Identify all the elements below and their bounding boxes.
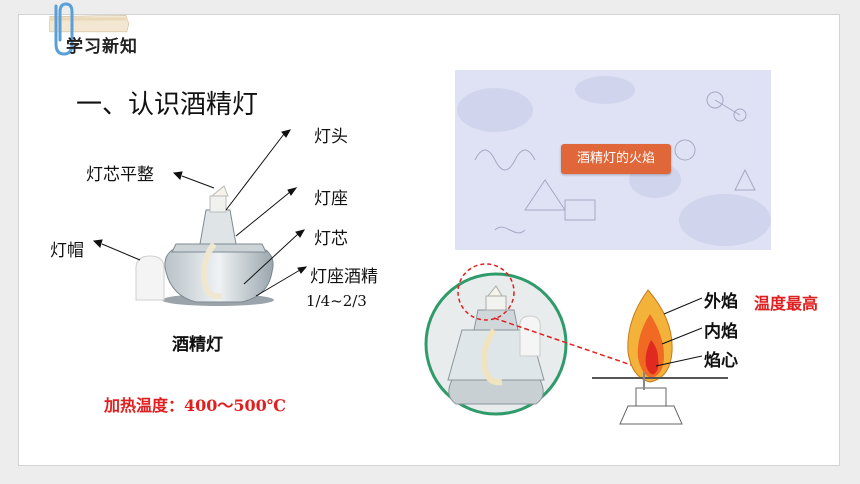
label-lamp-head: 灯头 bbox=[314, 127, 348, 147]
page-title: 一、认识酒精灯 bbox=[76, 90, 259, 120]
label-inner-flame: 内焰 bbox=[704, 322, 738, 342]
label-hottest: 温度最高 bbox=[754, 294, 819, 313]
section-tag-label: 学习新知 bbox=[66, 37, 138, 57]
paperclip-icon bbox=[54, 2, 74, 56]
heating-temperature: 加热温度：400～500℃ bbox=[104, 396, 286, 415]
label-wick: 灯芯 bbox=[314, 229, 348, 249]
label-fill-ratio: 1/4~2/3 bbox=[306, 292, 367, 310]
label-base-alcohol: 灯座酒精 bbox=[310, 267, 378, 287]
lamp-photo bbox=[447, 285, 545, 405]
lamp-caption: 酒精灯 bbox=[172, 335, 223, 355]
label-flame-core: 焰心 bbox=[704, 351, 738, 371]
label-cap: 灯帽 bbox=[50, 241, 84, 261]
flame-illustration bbox=[592, 289, 728, 425]
label-wick-trim: 灯芯平整 bbox=[86, 165, 154, 185]
section-tag bbox=[49, 15, 130, 33]
lamp-cap-image bbox=[135, 255, 165, 301]
video-title-button[interactable]: 酒精灯的火焰 bbox=[561, 144, 671, 174]
label-outer-flame: 外焰 bbox=[704, 292, 738, 312]
lamp-image bbox=[162, 185, 274, 306]
label-lamp-base: 灯座 bbox=[314, 189, 348, 209]
